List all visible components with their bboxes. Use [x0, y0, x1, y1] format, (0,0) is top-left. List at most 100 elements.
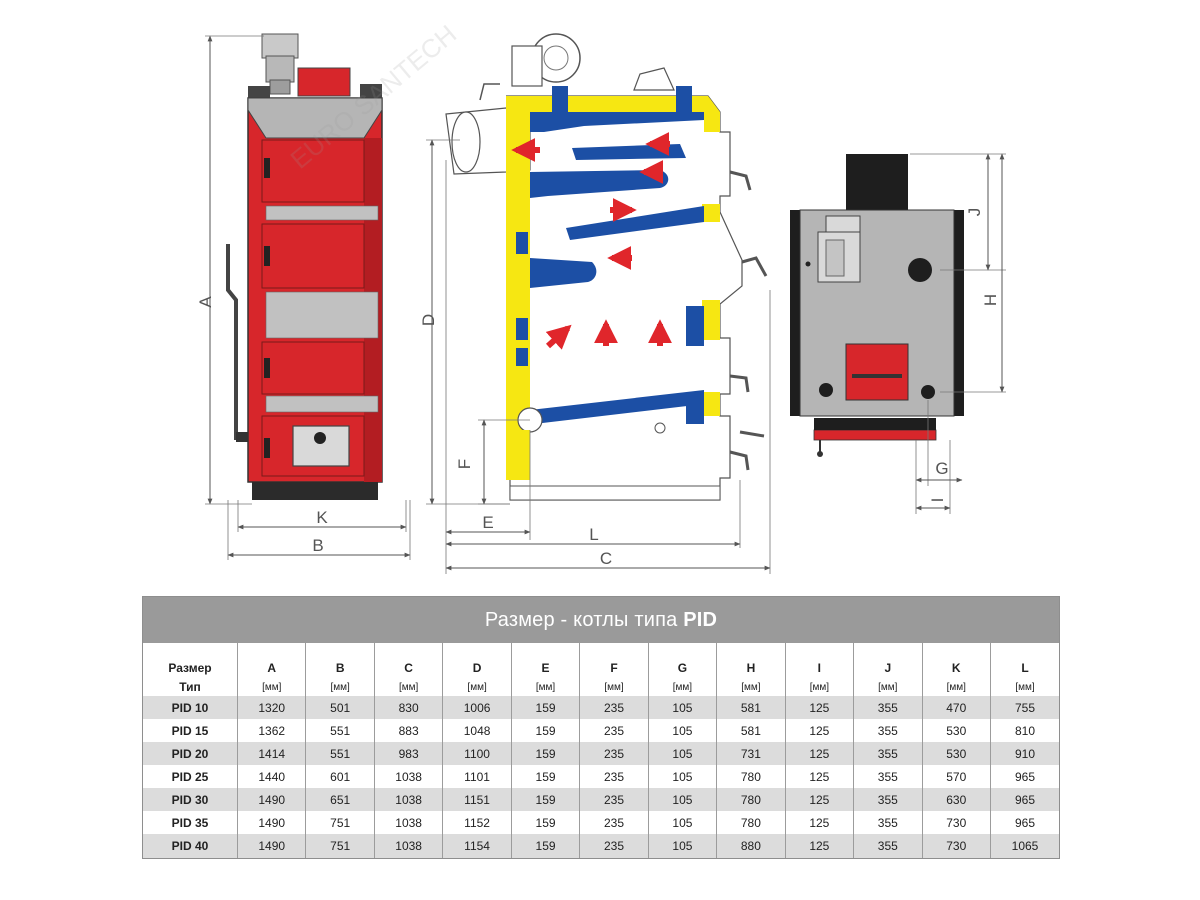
dim-label-l: L: [589, 525, 598, 544]
type-cell: PID 35: [171, 815, 209, 830]
unit-cell: [мм]: [579, 678, 649, 696]
corner-top-cell: Размер: [168, 661, 212, 675]
value-cell: 651: [305, 788, 375, 811]
value-cell: 125: [784, 765, 854, 788]
value-cell: 159: [510, 719, 580, 742]
value-cell: 355: [853, 788, 923, 811]
value-cell: 1038: [373, 765, 443, 788]
value-cell: 551: [305, 742, 375, 765]
value-cell: 601: [305, 765, 375, 788]
column-header: G: [647, 643, 717, 678]
column-header: I: [784, 643, 854, 678]
front-view: A K B: [196, 33, 411, 560]
type-cell: PID 15: [171, 723, 209, 738]
value-cell: 551: [305, 719, 375, 742]
value-cell: 581: [716, 719, 786, 742]
value-cell: 780: [716, 811, 786, 834]
value-cell: 751: [305, 834, 375, 858]
dim-label-e: E: [482, 513, 493, 532]
dim-label-d: D: [419, 314, 438, 326]
unit-cell: [мм]: [716, 678, 786, 696]
value-cell: 731: [716, 742, 786, 765]
value-cell: 159: [510, 765, 580, 788]
column-header: C: [373, 643, 443, 678]
value-cell: 1100: [442, 742, 512, 765]
column-header: J: [853, 643, 923, 678]
value-cell: 530: [921, 719, 991, 742]
dim-label-g: G: [935, 459, 948, 478]
column-header: A: [236, 643, 306, 678]
value-cell: 501: [305, 696, 375, 719]
value-cell: 355: [853, 834, 923, 858]
table-unit-row: Тип[мм][мм][мм][мм][мм][мм][мм][мм][мм][…: [143, 678, 1059, 696]
value-cell: 125: [784, 719, 854, 742]
dim-label-c: C: [600, 549, 612, 568]
value-cell: 1038: [373, 788, 443, 811]
boiler-dimension-drawing: A K B: [196, 19, 1006, 574]
value-cell: 630: [921, 788, 991, 811]
value-cell: 880: [716, 834, 786, 858]
value-cell: 1006: [442, 696, 512, 719]
unit-cell: [мм]: [442, 678, 512, 696]
column-header: L: [989, 643, 1059, 678]
dim-label-h: H: [981, 294, 1000, 306]
unit-cell: [мм]: [647, 678, 717, 696]
value-cell: 1320: [236, 696, 306, 719]
value-cell: 235: [579, 742, 649, 765]
value-cell: 1414: [236, 742, 306, 765]
value-cell: 105: [647, 719, 717, 742]
value-cell: 883: [373, 719, 443, 742]
value-cell: 1362: [236, 719, 306, 742]
value-cell: 355: [853, 811, 923, 834]
value-cell: 1048: [442, 719, 512, 742]
value-cell: 1038: [373, 811, 443, 834]
value-cell: 159: [510, 811, 580, 834]
value-cell: 235: [579, 696, 649, 719]
value-cell: 159: [510, 788, 580, 811]
value-cell: 235: [579, 719, 649, 742]
value-cell: 830: [373, 696, 443, 719]
value-cell: 1490: [236, 788, 306, 811]
value-cell: 1065: [989, 834, 1059, 858]
value-cell: 581: [716, 696, 786, 719]
rear-view: J H G I: [790, 153, 1006, 514]
value-cell: 355: [853, 719, 923, 742]
value-cell: 235: [579, 765, 649, 788]
value-cell: 125: [784, 834, 854, 858]
value-cell: 235: [579, 811, 649, 834]
value-cell: 105: [647, 811, 717, 834]
value-cell: 965: [989, 811, 1059, 834]
unit-cell: [мм]: [373, 678, 443, 696]
value-cell: 1038: [373, 834, 443, 858]
value-cell: 965: [989, 765, 1059, 788]
dim-label-k: K: [316, 508, 328, 527]
value-cell: 125: [784, 788, 854, 811]
table-title: Размер - котлы типа PID: [143, 597, 1059, 643]
unit-cell: [мм]: [853, 678, 923, 696]
unit-cell: [мм]: [510, 678, 580, 696]
value-cell: 159: [510, 834, 580, 858]
dim-label-b: B: [312, 536, 323, 555]
column-header: E: [510, 643, 580, 678]
value-cell: 983: [373, 742, 443, 765]
dim-label-a: A: [196, 296, 215, 308]
column-header: D: [442, 643, 512, 678]
column-header: K: [921, 643, 991, 678]
value-cell: 125: [784, 811, 854, 834]
value-cell: 780: [716, 788, 786, 811]
value-cell: 355: [853, 742, 923, 765]
corner-bottom-cell: Тип: [179, 680, 201, 694]
value-cell: 105: [647, 788, 717, 811]
unit-cell: [мм]: [236, 678, 306, 696]
value-cell: 159: [510, 696, 580, 719]
unit-cell: [мм]: [921, 678, 991, 696]
table-title-bold: PID: [683, 609, 718, 631]
